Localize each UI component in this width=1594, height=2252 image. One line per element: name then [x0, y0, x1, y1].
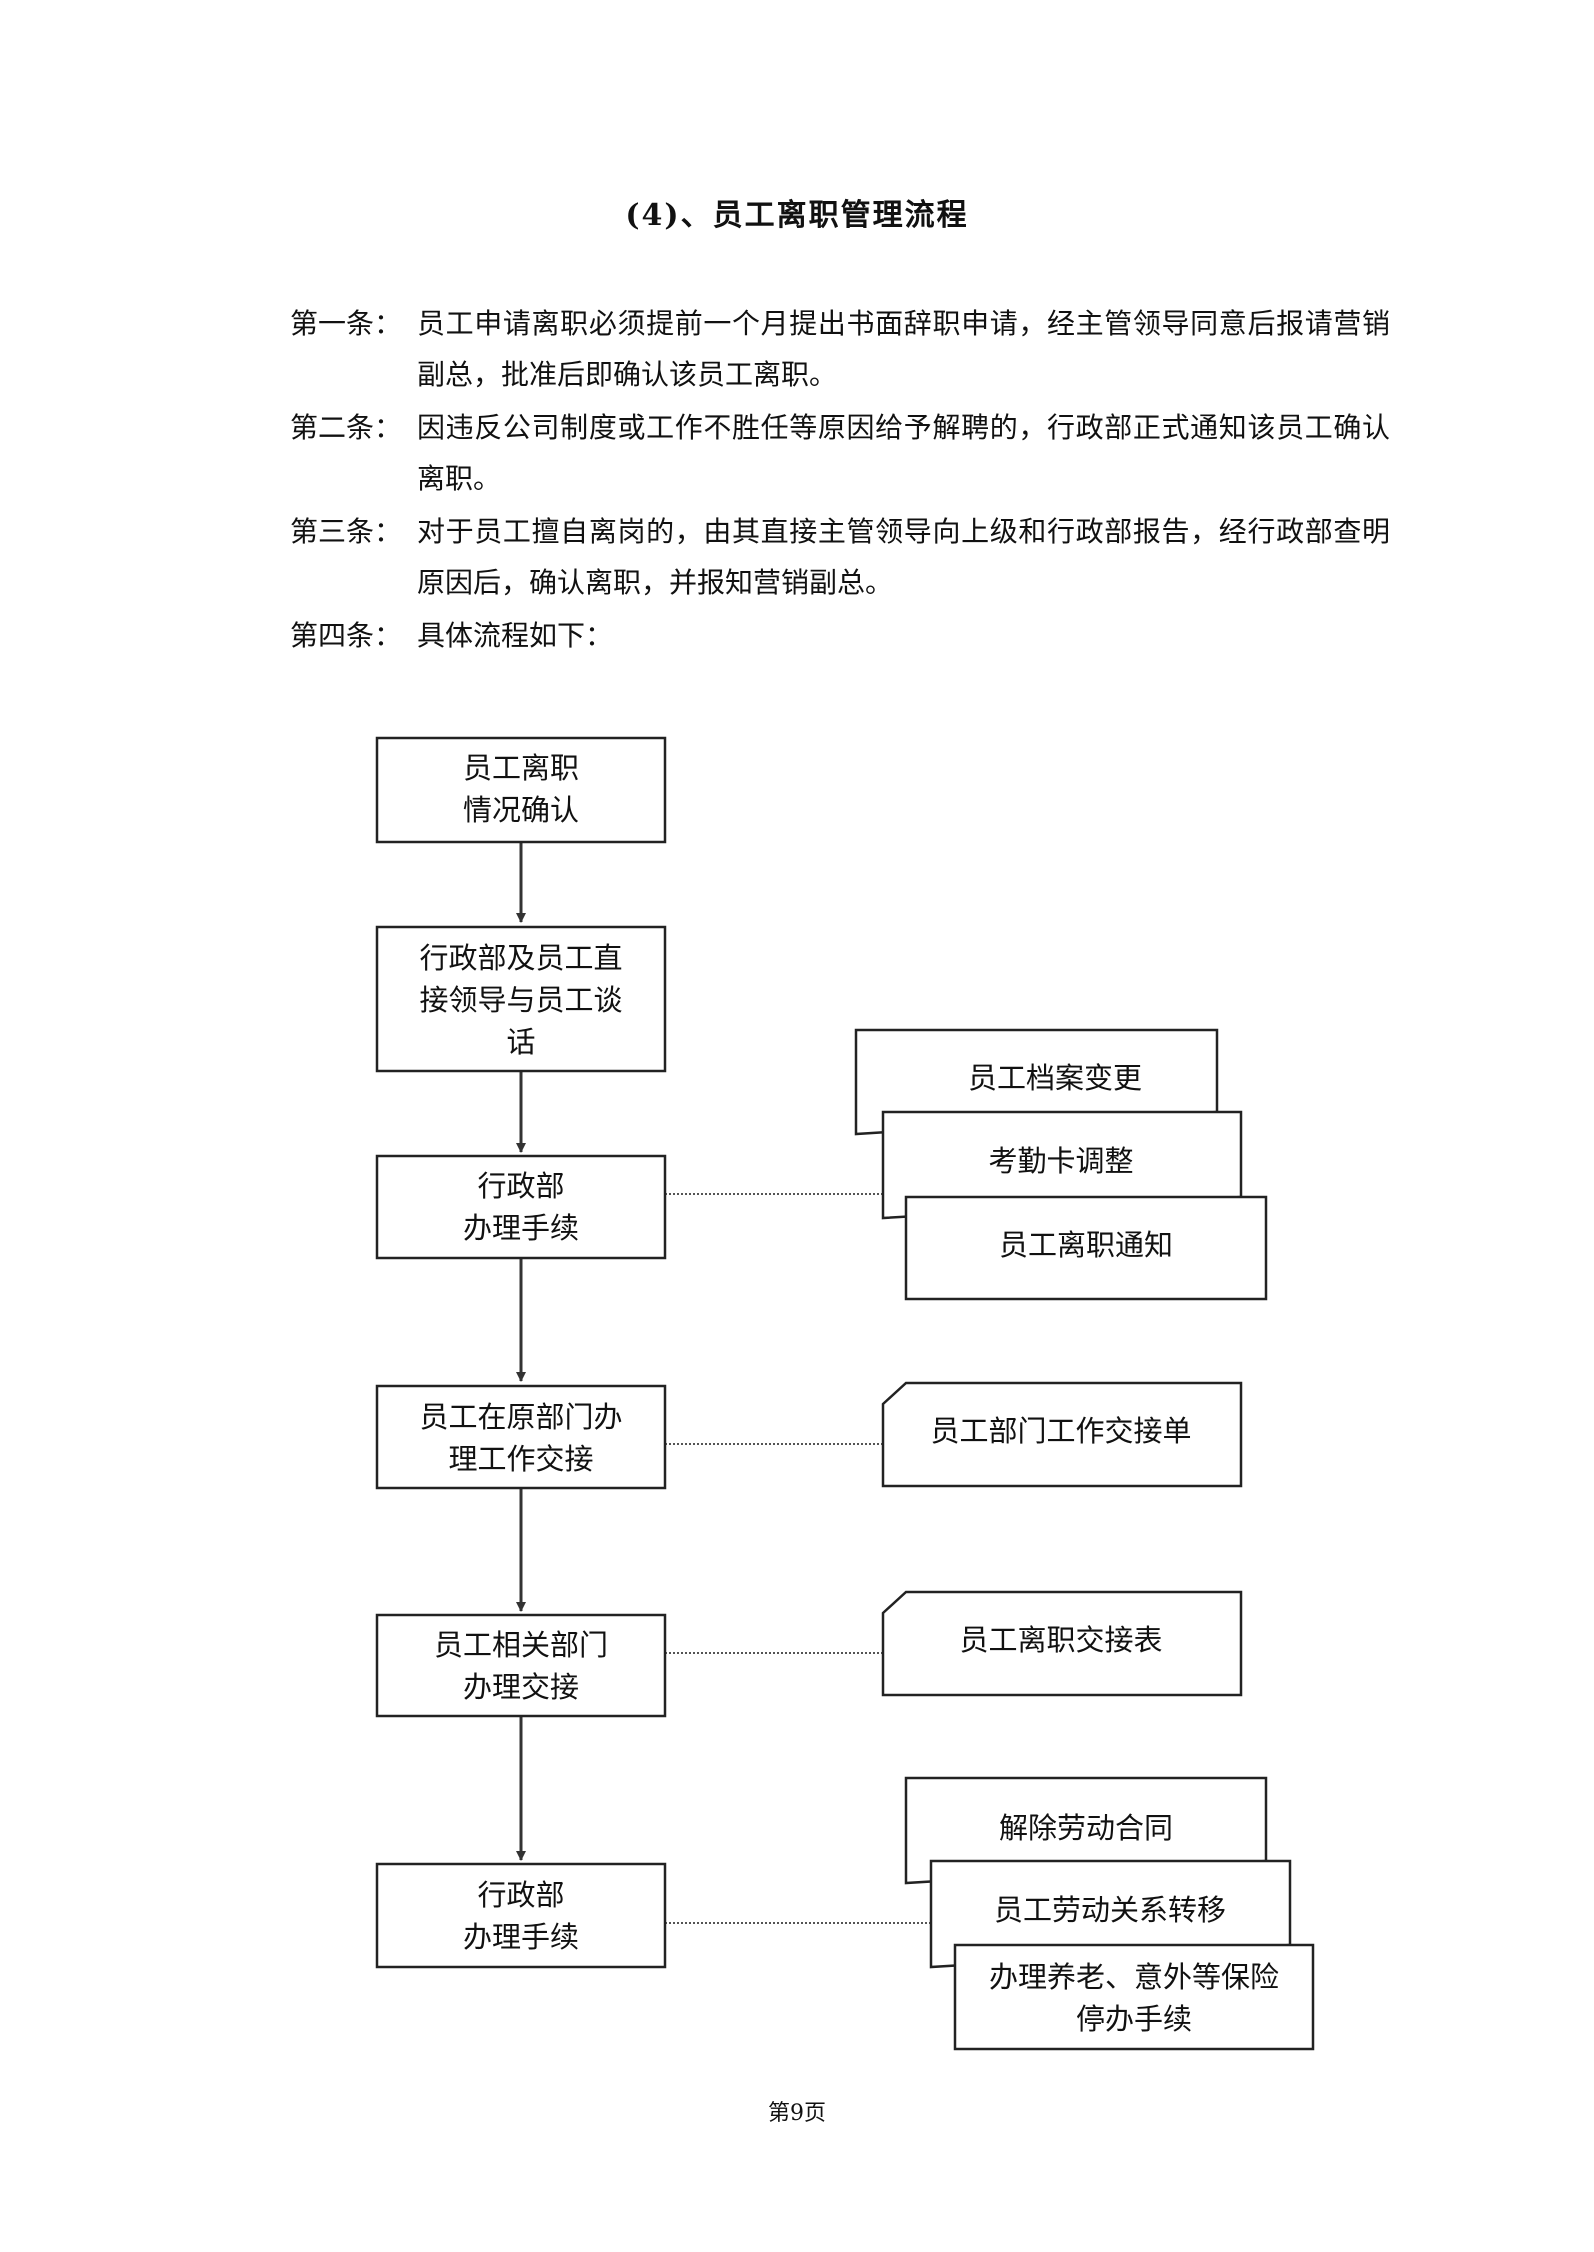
clause-text: 具体流程如下：: [417, 619, 614, 652]
svg-text:员工部门工作交接单: 员工部门工作交接单: [930, 1414, 1191, 1448]
svg-text:考勤卡调整: 考勤卡调整: [988, 1144, 1133, 1178]
document-label: 办理养老、意外等保险: [989, 1960, 1279, 1994]
clause-1: 第一条： 员工申请离职必须提前一个月提出书面辞职申请，经主管领导同意后报请营销副…: [290, 298, 1390, 400]
svg-text:行政部办理手续: 行政部办理手续: [463, 1169, 579, 1245]
step-line: 办理手续: [463, 1920, 579, 1954]
svg-text:员工离职通知: 员工离职通知: [999, 1228, 1173, 1262]
document-label: 解除劳动合同: [999, 1811, 1173, 1845]
clause-4: 第四条： 具体流程如下：: [290, 610, 1390, 661]
step-line: 行政部: [477, 1169, 564, 1203]
svg-text:行政部及员工直接领导与员工谈话: 行政部及员工直接领导与员工谈话: [419, 941, 622, 1059]
document-label: 停办手续: [1076, 2002, 1192, 2036]
step-line: 行政部及员工直: [419, 941, 622, 975]
flow-step: 员工在原部门办理工作交接: [375, 1384, 667, 1490]
step-line: 员工在原部门办: [419, 1400, 622, 1434]
svg-text:解除劳动合同: 解除劳动合同: [999, 1811, 1173, 1845]
flow-step: 行政部办理手续: [375, 1154, 667, 1260]
svg-text:员工相关部门办理交接: 员工相关部门办理交接: [434, 1628, 608, 1704]
flow-step: 员工相关部门办理交接: [375, 1613, 667, 1718]
svg-text:办理养老、意外等保险停办手续: 办理养老、意外等保险停办手续: [989, 1960, 1279, 2036]
document-label: 员工部门工作交接单: [930, 1414, 1191, 1448]
flow-step: 行政部办理手续: [375, 1862, 667, 1969]
step-line: 情况确认: [463, 793, 579, 827]
document-shape: 考勤卡调整: [881, 1110, 1243, 1220]
page-number: 第9页: [768, 2101, 826, 2126]
document-label: 员工劳动关系转移: [994, 1893, 1226, 1927]
svg-text:行政部办理手续: 行政部办理手续: [463, 1878, 579, 1954]
document-label: 考勤卡调整: [988, 1144, 1133, 1178]
document-label: 员工离职交接表: [959, 1623, 1162, 1657]
svg-text:员工劳动关系转移: 员工劳动关系转移: [994, 1893, 1226, 1927]
clause-label: 第四条：: [290, 619, 403, 652]
clause-label: 第一条：: [290, 307, 403, 340]
step-line: 员工离职: [463, 751, 579, 785]
document-label: 员工离职通知: [999, 1228, 1173, 1262]
flow-step: 行政部及员工直接领导与员工谈话: [375, 925, 667, 1073]
step-line: 办理交接: [463, 1670, 579, 1704]
step-line: 话: [506, 1025, 535, 1059]
clause-text: 员工申请离职必须提前一个月提出书面辞职申请，经主管领导同意后报请营销副总，批准后…: [417, 307, 1390, 391]
document-label: 员工档案变更: [968, 1061, 1142, 1095]
document-shape: 办理养老、意外等保险停办手续: [953, 1943, 1315, 2051]
step-line: 理工作交接: [448, 1442, 593, 1476]
clause-text: 对于员工擅自离岗的，由其直接主管领导向上级和行政部报告，经行政部查明原因后，确认…: [417, 515, 1390, 599]
clause-3: 第三条： 对于员工擅自离岗的，由其直接主管领导向上级和行政部报告，经行政部查明原…: [290, 506, 1390, 608]
document-shape: 员工离职通知: [904, 1195, 1268, 1301]
document-shape: 员工离职交接表: [881, 1590, 1243, 1697]
svg-text:员工离职情况确认: 员工离职情况确认: [463, 751, 579, 827]
svg-text:员工档案变更: 员工档案变更: [968, 1061, 1142, 1095]
svg-text:员工离职交接表: 员工离职交接表: [959, 1623, 1162, 1657]
page-title: (4)、员工离职管理流程: [625, 198, 969, 233]
step-line: 行政部: [477, 1878, 564, 1912]
step-line: 接领导与员工谈: [419, 983, 622, 1017]
document-shape: 员工部门工作交接单: [881, 1381, 1243, 1488]
clause-2: 第二条： 因违反公司制度或工作不胜任等原因给予解聘的，行政部正式通知该员工确认离…: [290, 402, 1390, 504]
clause-label: 第二条：: [290, 411, 403, 444]
clause-label: 第三条：: [290, 515, 403, 548]
svg-text:员工在原部门办理工作交接: 员工在原部门办理工作交接: [419, 1400, 622, 1476]
step-line: 员工相关部门: [434, 1628, 608, 1662]
step-line: 办理手续: [463, 1211, 579, 1245]
flow-step: 员工离职情况确认: [375, 736, 667, 844]
clause-text: 因违反公司制度或工作不胜任等原因给予解聘的，行政部正式通知该员工确认离职。: [417, 411, 1390, 495]
